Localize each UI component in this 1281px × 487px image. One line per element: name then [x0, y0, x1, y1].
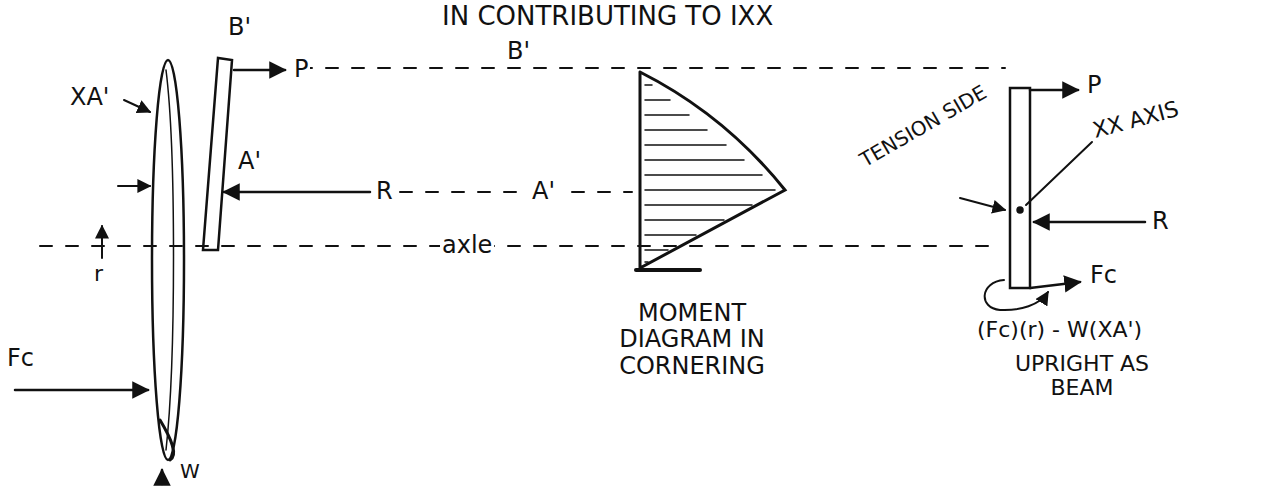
- upright-left: [203, 58, 232, 250]
- dimension-label: XA': [68, 84, 111, 110]
- force-label: P: [1085, 72, 1103, 98]
- leader-line: [1026, 142, 1092, 205]
- axis-dot: [1018, 208, 1023, 213]
- force-label: W: [178, 460, 202, 482]
- force-arrow: [1030, 89, 1078, 92]
- axle-label: axle: [440, 232, 494, 258]
- projection-line: [300, 67, 1005, 69]
- force-label: Fc: [5, 345, 36, 371]
- heading-note: IN CONTRIBUTING TO IXX: [440, 2, 775, 31]
- point-label: A': [530, 178, 557, 204]
- force-arrow: [1030, 282, 1080, 288]
- axis-label: XX AXIS: [1088, 97, 1183, 144]
- force-label: P: [292, 56, 310, 82]
- wheel-hatch: [166, 70, 174, 450]
- force-arrow: [161, 470, 164, 484]
- upright-beam: [1010, 88, 1030, 288]
- force-arrow: [224, 191, 370, 194]
- projection-line: [572, 191, 632, 193]
- beam-caption: UPRIGHT AS BEAM: [1000, 352, 1164, 400]
- leader-line: [124, 100, 150, 112]
- force-label: R: [374, 178, 395, 204]
- point-label: B': [505, 38, 532, 64]
- force-arrow: [15, 389, 148, 392]
- axle-line: [40, 245, 1000, 247]
- projection-line: [400, 191, 524, 193]
- dimension-arrow: [101, 226, 103, 258]
- wheel-contact: [160, 420, 174, 460]
- force-label: Fc: [1088, 262, 1119, 288]
- diagram-caption: MOMENT DIAGRAM IN CORNERING: [595, 300, 789, 379]
- moment-base: [636, 268, 700, 272]
- point-label: A': [236, 148, 263, 174]
- moment-hatching: [645, 85, 775, 262]
- moment-arrow: [985, 280, 1048, 310]
- moment-diagram: [640, 72, 785, 268]
- force-arrow: [1034, 221, 1145, 224]
- force-label: R: [1150, 208, 1171, 234]
- wheel-outline: [152, 60, 184, 460]
- leader-line: [118, 185, 150, 187]
- point-label: B': [226, 14, 253, 40]
- dimension-label: r: [92, 262, 105, 286]
- leader-line: [960, 198, 1005, 210]
- moment-formula: (Fc)(r) - W(XA'): [975, 318, 1144, 342]
- tension-label: TENSION SIDE: [854, 80, 992, 172]
- force-arrow: [234, 69, 285, 72]
